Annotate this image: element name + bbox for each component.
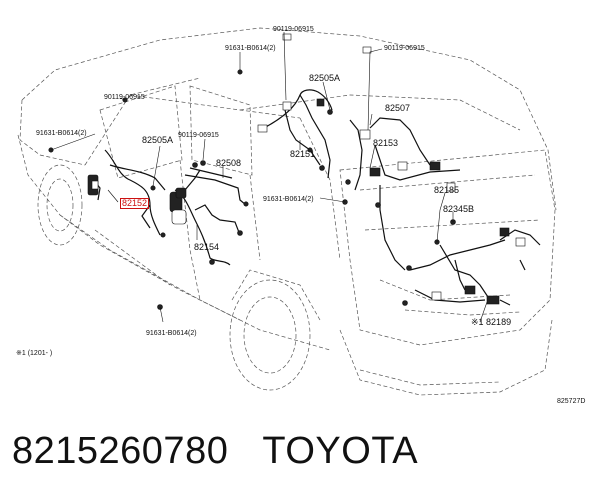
leader-lines: [50, 31, 488, 323]
wire-harness: [91, 89, 541, 306]
brand-name: TOYOTA: [262, 430, 419, 472]
part-label: 82154: [194, 242, 220, 252]
part-label: 82505A: [142, 135, 174, 145]
part-label: 90119-06915: [384, 45, 425, 52]
part-label: 91631-B0614(2): [225, 45, 276, 52]
part-number: 8215260780: [12, 430, 229, 472]
part-label: 90119-06915: [273, 26, 314, 33]
connectors-and-clips: [48, 33, 526, 310]
part-label: 91631-B0614(2): [36, 130, 87, 137]
footnote: ※1 (1201- ): [16, 350, 53, 357]
part-label: 82151: [290, 149, 316, 159]
part-label: 82185: [434, 185, 460, 195]
part-label: 82345B: [443, 204, 475, 214]
part-label: 90119-06915: [178, 132, 219, 139]
caption: 8215260780 TOYOTA: [12, 430, 452, 473]
vehicle-outline: [17, 27, 557, 396]
part-label: 90119-06915: [104, 94, 145, 101]
part-label: ※1 82189: [471, 317, 512, 327]
part-label: 82153: [373, 138, 399, 148]
part-label: 91631-B0614(2): [263, 196, 314, 203]
part-label-highlighted: 82152: [120, 198, 150, 209]
part-label: 91631-B0614(2): [146, 330, 197, 337]
part-label: 82508: [216, 158, 242, 168]
part-label: 82507: [385, 103, 411, 113]
part-label: 82505A: [309, 73, 341, 83]
figure-code: 825727D: [557, 398, 586, 405]
